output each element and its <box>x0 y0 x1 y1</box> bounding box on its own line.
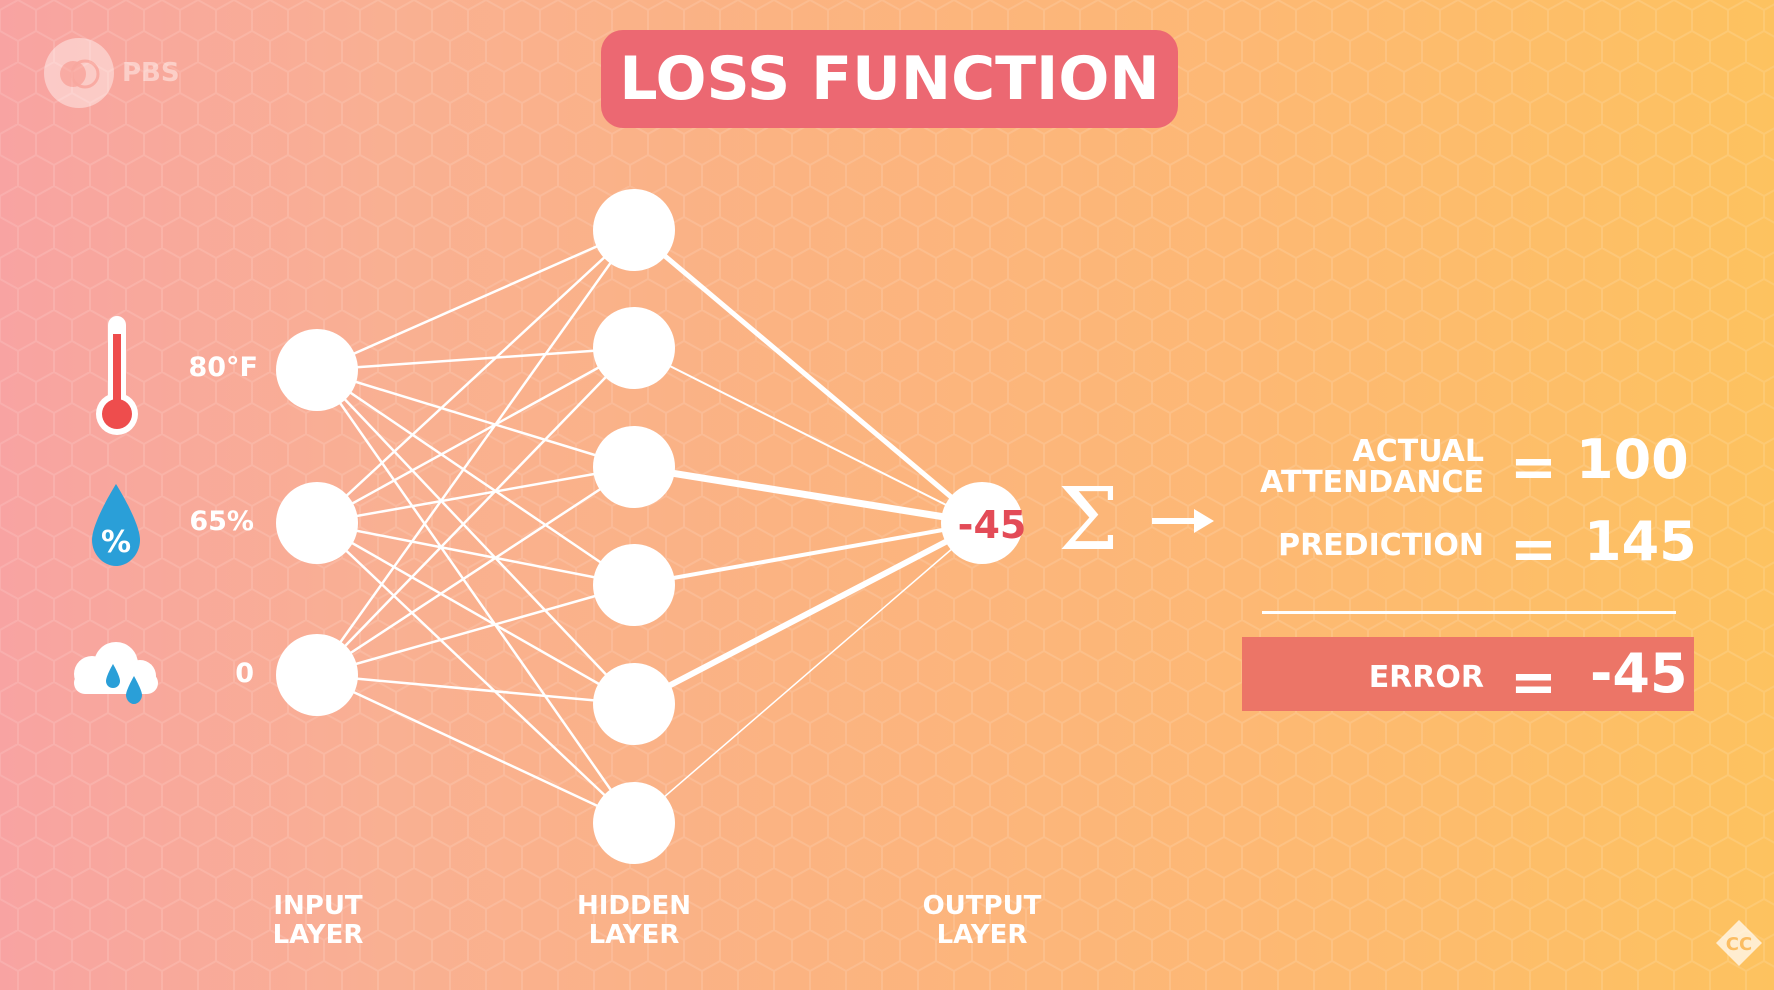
actual-label-line1: ACTUAL <box>1352 434 1484 469</box>
hidden-node-2 <box>593 307 675 389</box>
connection-hidden3-output <box>630 463 986 527</box>
connection-input3-hidden3 <box>315 465 636 677</box>
hidden-node-5 <box>593 663 675 745</box>
hidden-layer-label-line2: LAYER <box>588 920 680 950</box>
hidden-node-6 <box>593 782 675 864</box>
title-banner: LOSS FUNCTION <box>601 30 1178 128</box>
svg-text:%: % <box>101 525 131 560</box>
crash-course-logo-text: CC <box>1726 934 1752 955</box>
connection-input1-hidden1 <box>315 228 636 372</box>
connection-input3-hidden6 <box>315 673 636 825</box>
crash-course-logo: CC <box>1716 920 1762 966</box>
hidden-layer-label-line1: HIDDEN <box>576 891 692 921</box>
error-result-box <box>1242 637 1694 711</box>
connection-input3-hidden2 <box>315 346 636 677</box>
input-value-humidity: 65% <box>189 506 254 537</box>
rain-cloud-icon <box>74 642 158 704</box>
input-node-3 <box>276 634 358 716</box>
pbs-heads-icon <box>60 59 100 89</box>
sum-divider-line <box>1262 611 1676 614</box>
hidden-node-3 <box>593 426 675 508</box>
equals-sign-actual: = <box>1510 435 1557 500</box>
input-value-rain: 0 <box>235 658 254 689</box>
thermometer-icon <box>96 316 138 435</box>
connection-input2-hidden6 <box>315 521 636 825</box>
error-label: ERROR <box>1368 660 1484 695</box>
connection-hidden5-output <box>631 520 985 707</box>
actual-attendance-label: ACTUAL ATTENDANCE <box>1200 436 1484 498</box>
output-layer-label-line2: LAYER <box>936 920 1028 950</box>
actual-label-line2: ATTENDANCE <box>1260 465 1484 500</box>
connection-hidden6-output <box>633 522 983 824</box>
equals-sign-error: = <box>1510 650 1557 715</box>
output-node <box>941 482 1023 564</box>
connection-input3-hidden1 <box>315 228 636 677</box>
humidity-drop-icon: % <box>92 484 140 566</box>
input-layer-label: INPUT LAYER <box>218 892 418 950</box>
input-value-temperature: 80°F <box>188 352 258 383</box>
hidden-layer-label: HIDDEN LAYER <box>534 892 734 950</box>
connection-input3-hidden5 <box>315 673 636 706</box>
connection-input1-hidden4 <box>315 368 636 587</box>
input-layer-label-line2: LAYER <box>272 920 364 950</box>
connection-input2-hidden4 <box>315 521 636 587</box>
connection-input3-hidden4 <box>315 583 636 677</box>
connection-input2-hidden1 <box>315 228 636 525</box>
prediction-label: PREDICTION <box>1278 528 1484 563</box>
hidden-node-4 <box>593 544 675 626</box>
arrow-right-icon <box>1152 509 1214 533</box>
input-node-1 <box>276 329 358 411</box>
connection-hidden2-output <box>633 347 983 524</box>
error-value: -45 <box>1590 642 1688 705</box>
connection-input2-hidden5 <box>315 521 636 706</box>
connection-input1-hidden6 <box>315 368 636 825</box>
pbs-logo: PBS <box>44 38 180 108</box>
page-title: LOSS FUNCTION <box>619 44 1160 114</box>
connection-hidden1-output <box>631 227 985 526</box>
input-layer-label-line1: INPUT <box>273 891 363 921</box>
connection-input1-hidden5 <box>315 368 636 706</box>
output-node-value: -45 <box>957 503 1027 547</box>
output-layer-label: OUTPUT LAYER <box>882 892 1082 950</box>
connection-input2-hidden2 <box>315 346 636 525</box>
output-layer-label-line1: OUTPUT <box>922 891 1042 921</box>
connection-input1-hidden2 <box>315 346 636 372</box>
pbs-logo-text: PBS <box>122 58 180 88</box>
connection-input2-hidden3 <box>315 465 636 525</box>
actual-attendance-value: 100 <box>1576 428 1689 491</box>
input-node-2 <box>276 482 358 564</box>
equals-sign-prediction: = <box>1510 517 1557 582</box>
sigma-sum-symbol: Σ <box>1058 470 1119 570</box>
hidden-node-1 <box>593 189 675 271</box>
connection-hidden4-output <box>632 521 984 587</box>
prediction-value: 145 <box>1584 510 1697 573</box>
connection-input1-hidden3 <box>315 368 636 469</box>
